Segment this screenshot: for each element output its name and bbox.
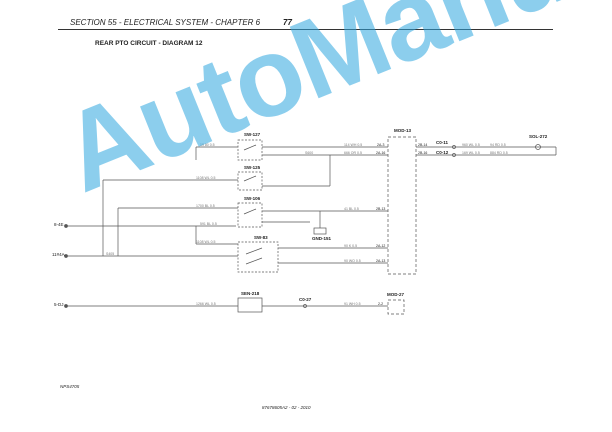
label-gnd151: GND-151: [312, 236, 332, 241]
label-sw127: SW-127: [244, 132, 261, 137]
switch-sw106: [237, 202, 263, 228]
wire-label: 169 WL 0.5: [462, 151, 480, 155]
wire-label: 1108 WL 0.5: [196, 240, 216, 244]
pin-label: 2-2: [378, 302, 384, 306]
section-header: SECTION 55 - ELECTRICAL SYSTEM - CHAPTER…: [70, 18, 261, 27]
label-mod13: MOD-13: [394, 128, 412, 133]
feed-verticals: [102, 146, 238, 256]
supply-label-2: 11#4A: [52, 252, 65, 257]
splice-label: S405: [106, 252, 115, 256]
sensor-sen218: [237, 297, 263, 313]
wire-label: 91 WH 0.5: [344, 302, 361, 306]
solenoid-wires: [416, 144, 557, 157]
pin-label: 2A-3: [377, 143, 385, 147]
switch-sw83: [237, 241, 279, 273]
wire-label: 591 BL 0.5: [200, 222, 217, 226]
page-number: 77: [283, 18, 292, 27]
label-sw83: SW-83: [254, 235, 268, 240]
pin-label: 2A-16: [376, 151, 386, 155]
module-wires: [262, 146, 388, 307]
wire-label: 884 RD 0.5: [490, 151, 508, 155]
label-c011: C0-11: [436, 140, 449, 145]
label-sw106: SW-106: [244, 196, 261, 201]
wire-label: 94 RD 0.5: [490, 143, 506, 147]
module-mod13: [387, 136, 417, 275]
wire-label: 114 WH 0.5: [344, 143, 363, 147]
label-sw125: SW-125: [244, 165, 261, 170]
wire-label: 960 WL 0.5: [462, 143, 480, 147]
doc-number: 87678605A2 - 02 - 2010: [262, 405, 311, 410]
header-rule: [58, 29, 553, 30]
wire-label: 1108 WL 0.5: [196, 176, 216, 180]
switch-sw125: [237, 171, 263, 191]
splice-label: S600: [305, 151, 314, 155]
module-mod27: [387, 299, 405, 315]
pin-label: 2B-14: [418, 143, 428, 147]
label-c012: C0-12: [436, 150, 449, 155]
label-c027: C0-27: [299, 297, 312, 302]
pin-label: 2A-13: [376, 259, 386, 263]
pin-label: 2B-16: [418, 151, 428, 155]
wire-label: 90 WO 0.5: [344, 259, 361, 263]
pin-label: 2B-13: [376, 207, 386, 211]
wire-label: 1700 BL 0.5: [196, 204, 215, 208]
supply-label-3: 5-DJ: [54, 302, 64, 307]
supply-label-1: 8-4E: [54, 222, 64, 227]
ground-gnd151: [313, 211, 327, 235]
wire-label: 1266 WL 0.5: [196, 302, 216, 306]
figure-ref: NPS4705: [60, 384, 80, 389]
supply-lines: [64, 224, 238, 308]
connector-c027: [303, 304, 307, 308]
label-sol272: SOL-272: [529, 134, 548, 139]
pin-label: 2A-12: [376, 244, 386, 248]
wire-label: 41 BL 0.5: [344, 207, 359, 211]
diagram-title: REAR PTO CIRCUIT - DIAGRAM 12: [95, 40, 203, 47]
label-sen218: SEN-218: [241, 291, 260, 296]
wire-label: 666 OR 0.5: [344, 151, 362, 155]
label-mod27: MOD-27: [387, 292, 405, 297]
switch-sw127: [237, 139, 263, 161]
wire-label: 19 80 0.5: [200, 143, 215, 147]
wire-label: 90 K 0.5: [344, 244, 358, 248]
